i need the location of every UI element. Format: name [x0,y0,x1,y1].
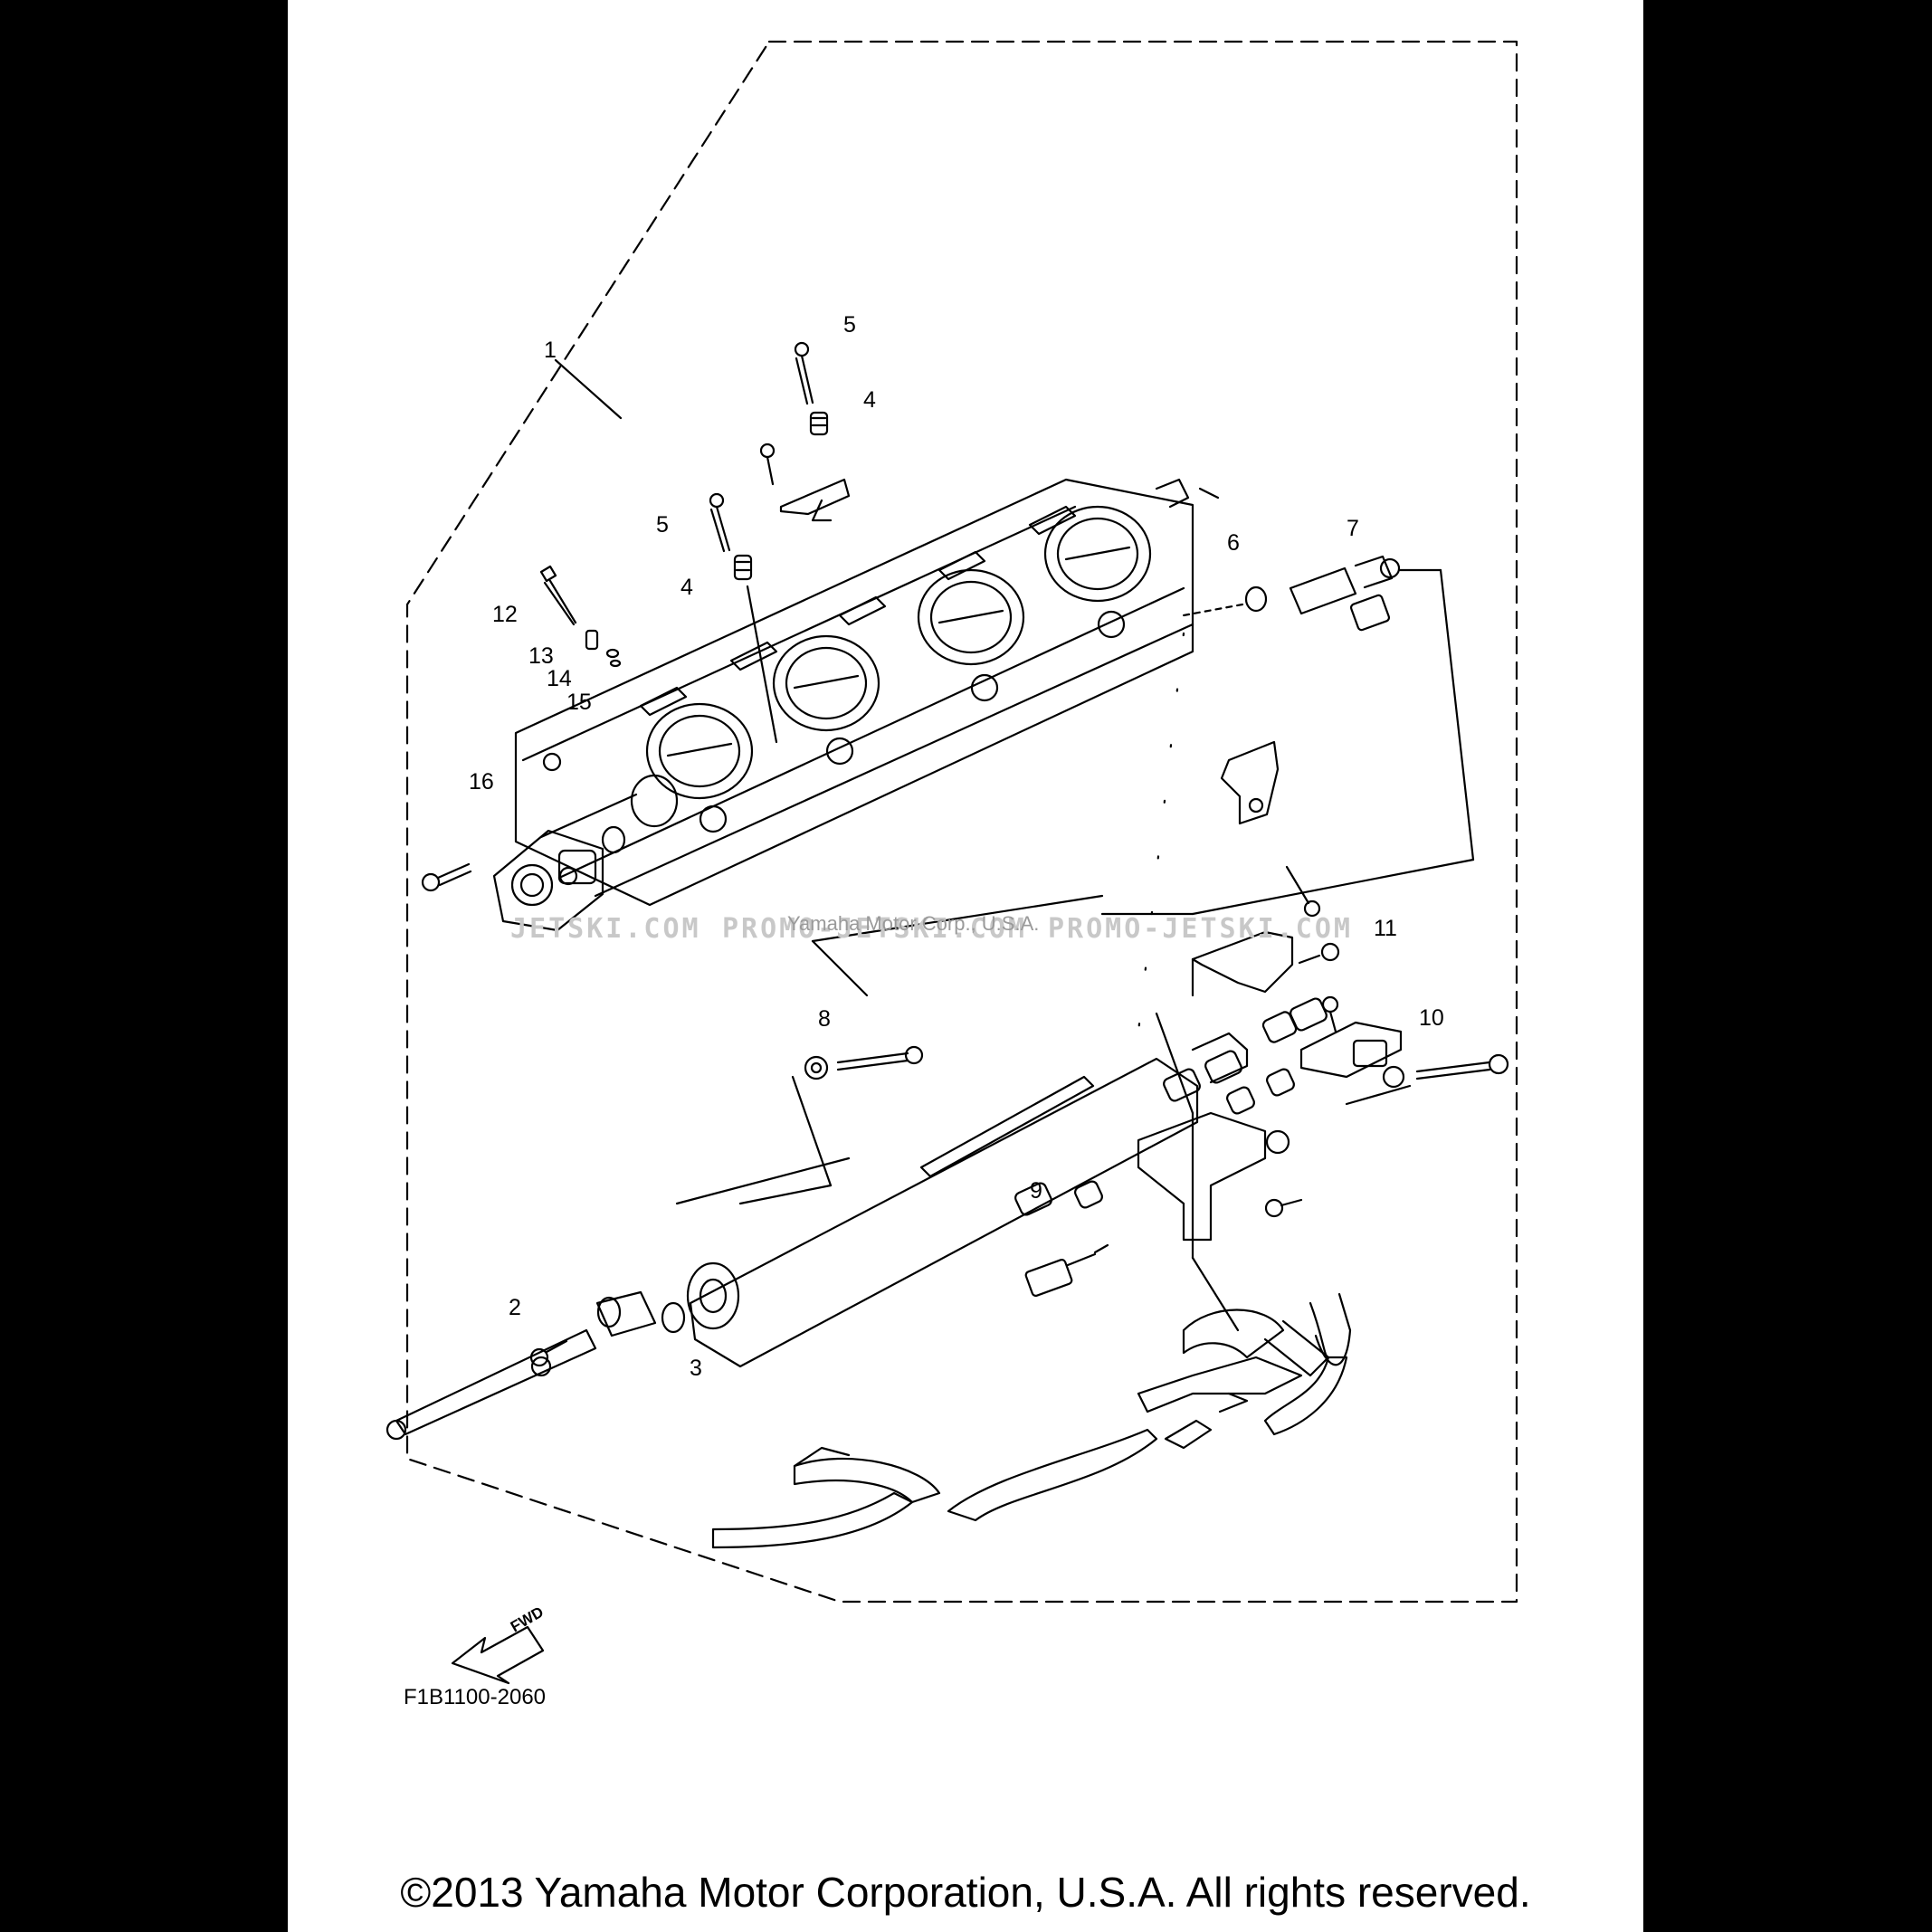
part-5-screw-lower [709,492,731,553]
sensor-bracket [1191,930,1294,997]
callout-5a: 5 [843,312,856,338]
part-2-regulator [385,1290,657,1441]
callout-5b: 5 [656,512,669,538]
part-6-washer [1244,585,1268,613]
part-10-map-sensor [1299,995,1403,1079]
part-2-screw [529,1339,568,1367]
fuel-rail [689,1032,1249,1368]
stop-screw-bracket [759,443,851,522]
injector-4 [1014,1180,1103,1216]
callout-13: 13 [528,643,554,669]
callout-1: 1 [544,338,557,363]
rail-end-fitting [686,1261,740,1330]
part-10-collar [1382,1065,1405,1089]
callout-7: 7 [1347,516,1359,541]
part-4-spring-lower [733,554,753,581]
part-8-bolt [836,1045,924,1071]
part-5-screw-upper [794,341,814,405]
assembly-boundary [405,40,1518,1604]
part-7-isc-valve [1289,555,1401,632]
callout-3: 3 [690,1356,702,1381]
callout-8: 8 [818,1006,831,1032]
callout-4a: 4 [863,387,876,413]
part-10-bolt [1415,1053,1509,1080]
part-3-o-ring [661,1301,686,1334]
throttle-body [514,478,1220,907]
part-8-collar [804,1055,829,1080]
parts-sheet: 1 2 3 4 4 5 5 6 7 8 9 10 11 12 13 14 15 … [288,0,1643,1932]
part-4-spring-upper [809,411,829,436]
cable-bracket [1220,740,1280,825]
part-14-washer [605,648,620,659]
callout-14: 14 [547,666,572,691]
diagram-code: F1B1100-2060 [404,1685,547,1709]
copyright-footer: ©2013 Yamaha Motor Corporation, U.S.A. A… [400,1869,1531,1916]
watermark-left: JETSKI.COM [510,913,701,945]
callout-12: 12 [492,602,518,627]
callout-6: 6 [1227,530,1240,556]
part-12-needle [539,565,577,626]
callout-16: 16 [469,769,494,795]
part-13-spring [585,629,599,651]
vacuum-hoses [711,1292,1352,1549]
part-16-screw [421,862,472,892]
part-11-screw [1298,942,1340,965]
exploded-parts-diagram [385,40,1518,1685]
cable-bracket-screw [1285,865,1321,918]
part-15-o-ring [609,659,622,668]
callout-10: 10 [1419,1005,1444,1031]
callout-11: 11 [1374,916,1397,941]
callout-2: 2 [509,1295,521,1320]
leader-1 [554,358,623,420]
watermark-center: Yamaha Motor Corp., U.S.A. [787,912,1040,935]
injector-2 [1204,1050,1295,1097]
part-16-tps-sensor [492,825,626,932]
forward-arrow [451,1625,545,1685]
watermark-right: PROMO-JETSKI.COM [1048,913,1353,945]
callout-4b: 4 [680,575,693,600]
injector-1 [1261,997,1328,1043]
rail-mount-bracket [1137,1111,1303,1242]
watermark-middle: PROMO-JETSKI.COM [722,913,1027,945]
callout-9: 9 [1030,1178,1042,1204]
callout-15: 15 [566,690,592,715]
part-9-temp-sensor [1024,1243,1109,1297]
